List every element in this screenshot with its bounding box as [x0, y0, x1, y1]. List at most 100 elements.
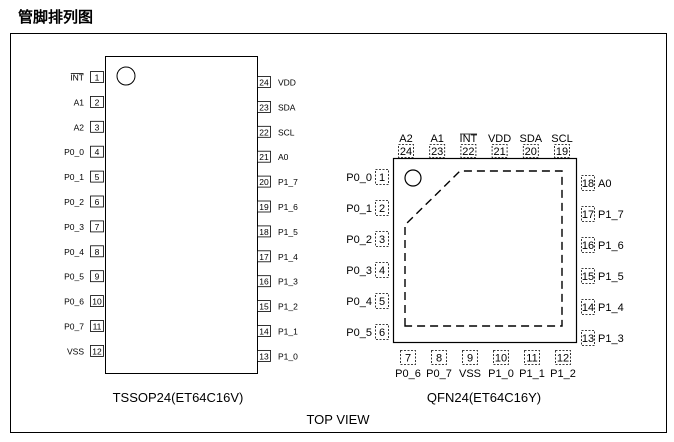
pin-name: VDD: [278, 78, 296, 88]
pin-box: [462, 350, 478, 365]
tssop-pin-21: 21 A0: [257, 150, 289, 163]
pin-number: 21: [259, 152, 269, 162]
pin-number: 5: [95, 172, 100, 182]
pin-number: 6: [379, 327, 385, 339]
pin-box: [581, 175, 595, 191]
pin-name: P1_2: [550, 368, 576, 380]
pin-name: P0_1: [64, 172, 84, 182]
pin-name: P0_5: [346, 327, 372, 339]
pin-box: [257, 150, 271, 163]
pin-name: P0_6: [64, 297, 84, 307]
pin-name: INT: [460, 133, 478, 145]
pin-box: [524, 350, 540, 365]
pin-number: 8: [95, 247, 100, 257]
qfn-pin1-marker: [404, 169, 422, 187]
tssop-pin1-marker: [116, 66, 136, 86]
tssop-pin-2: 2A1: [74, 96, 104, 108]
pin-name: SDA: [519, 133, 542, 145]
qfn-body: [392, 157, 578, 344]
pin-name: P0_2: [346, 234, 372, 246]
pin-box: [90, 245, 104, 258]
pin-box: [257, 225, 271, 238]
pin-name: P0_6: [395, 368, 421, 380]
pin-box: [257, 200, 271, 213]
pin-number: 4: [95, 147, 100, 157]
tssop-pin-19: 19 P1_6: [257, 200, 298, 213]
pin-name: P1_5: [278, 227, 298, 237]
pin-number: 17: [582, 209, 594, 221]
pin-box: [400, 350, 416, 365]
pin-name: P0_3: [64, 222, 84, 232]
pin-number: 17: [259, 252, 269, 262]
tssop-pin-5: 5 P0_1: [64, 170, 104, 183]
pin-box: [90, 71, 104, 83]
pin-number: 22: [462, 146, 474, 158]
pin-box: [581, 299, 595, 315]
pin-box: [581, 330, 595, 346]
pin-name: A0: [278, 152, 289, 162]
pin-number: 23: [431, 146, 443, 158]
pin-box: [90, 195, 104, 208]
pin-name: P0_2: [64, 197, 84, 207]
pin-name: P1_6: [278, 202, 298, 212]
pin-name: P0_4: [346, 296, 372, 308]
pin-number: 12: [92, 346, 102, 356]
pin-number: 9: [95, 272, 100, 282]
pin-name: A2: [399, 133, 412, 145]
pin-number: 19: [259, 202, 269, 212]
pin-box: [375, 262, 389, 278]
pin-number: 19: [556, 146, 568, 158]
qfn-exposed-pad: [404, 170, 563, 327]
diagram-frame: [10, 33, 667, 433]
pin-name: VSS: [67, 346, 84, 356]
pin-box: [257, 300, 271, 313]
pin-box: [375, 169, 389, 185]
pin-box: [257, 76, 271, 88]
pin-number: 13: [259, 351, 269, 361]
pin-name: A1: [74, 97, 85, 107]
qfn-pin-1: 1P0_0: [346, 169, 389, 185]
pin-name: P0_7: [64, 322, 84, 332]
pin-name: A2: [74, 122, 85, 132]
tssop-pin-3: 3A2: [74, 120, 104, 133]
tssop-pin-6: 6P0_2: [64, 195, 104, 208]
pin-box: [375, 293, 389, 309]
pin-box: [581, 237, 595, 253]
pin-number: 13: [582, 333, 594, 345]
pin-box: [90, 270, 104, 283]
pin-name: P1_4: [598, 302, 624, 314]
pin-number: 23: [259, 102, 269, 112]
pin-name: P1_1: [519, 368, 545, 380]
pin-number: 12: [557, 353, 569, 365]
pin-number: 1: [379, 172, 385, 184]
pin-box: [90, 120, 104, 133]
pin-box: [257, 101, 271, 113]
pin-box: [257, 325, 271, 337]
pin-name: INT: [70, 73, 84, 83]
pin-number: 16: [582, 240, 594, 252]
pin-box: [375, 200, 389, 216]
pin-box: [555, 350, 571, 365]
pin-box: [90, 170, 104, 183]
qfn-pin-8: 8P0_7: [426, 350, 452, 380]
pin-name: P1_7: [278, 177, 298, 187]
tssop-pin-9: 9P0_5: [64, 270, 104, 283]
pin-name: P1_3: [598, 333, 624, 345]
pin-box: [90, 320, 104, 332]
